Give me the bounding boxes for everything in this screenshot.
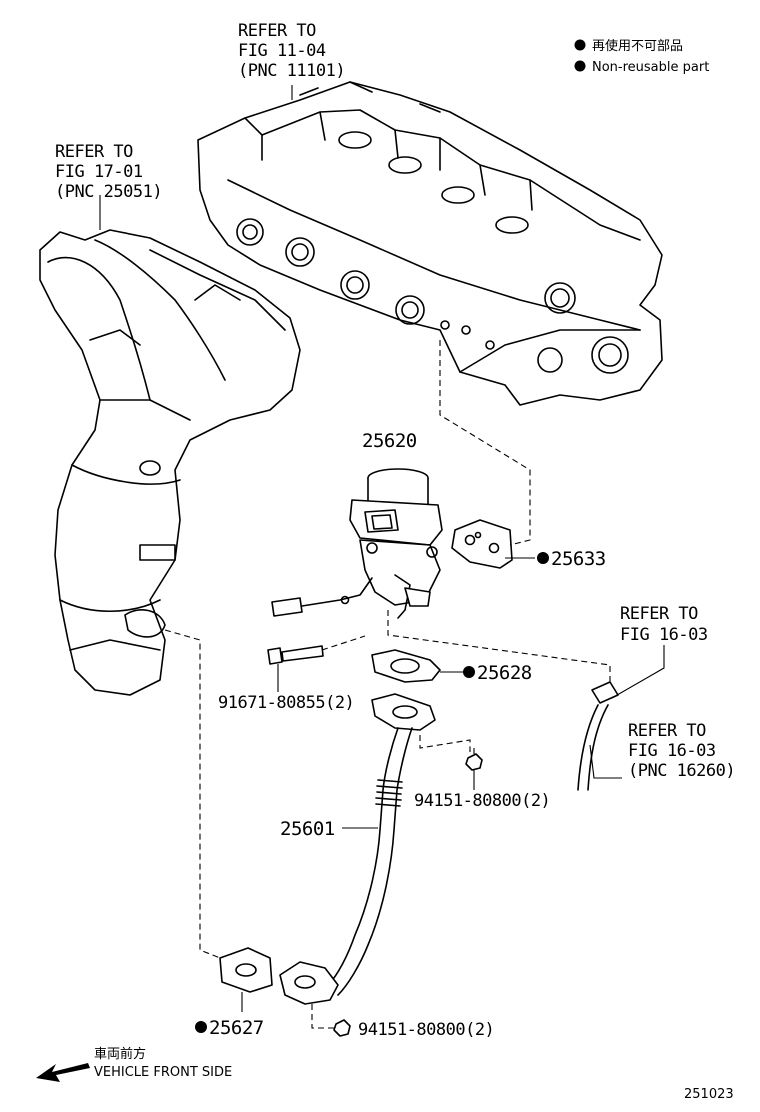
dash-valve-to-hose <box>387 610 611 690</box>
cylinder-head-drawing <box>197 81 663 406</box>
nut-94151-upper-drawing <box>465 748 483 771</box>
non-reusable-dot-icon <box>574 39 586 51</box>
ref-head-line3: (PNC 11101) <box>238 61 345 81</box>
bolt-91671-drawing <box>267 645 324 665</box>
ref-head: REFER TO FIG 11-04 (PNC 11101) <box>238 21 346 81</box>
front-en: VEHICLE FRONT SIDE <box>94 1065 232 1080</box>
part-25620: 25620 <box>362 430 417 452</box>
egr-pipe-drawing <box>279 693 436 1005</box>
part-25628: 25628 <box>477 662 532 684</box>
ref-manifold-line3: (PNC 25051) <box>55 182 162 202</box>
ref-head-line1: REFER TO <box>238 21 316 41</box>
ref-hose-a-line2: FIG 16-03 <box>620 625 708 645</box>
ref-hose-b-line3: (PNC 16260) <box>628 761 735 781</box>
egr-connector-drawing <box>271 577 373 617</box>
legend-jp: 再使用不可部品 <box>592 38 683 54</box>
ref-hose-a-line1: REFER TO <box>620 604 698 624</box>
ref-hose-a: REFER TO FIG 16-03 <box>620 604 708 645</box>
ref-hose-b-line2: FIG 16-03 <box>628 741 716 761</box>
non-reusable-dot-icon <box>463 666 475 678</box>
non-reusable-dot-icon <box>574 60 586 72</box>
ref-manifold-line2: FIG 17-01 <box>55 162 143 182</box>
dash-manifold-to-gasket <box>164 629 221 959</box>
dash-head-to-gasket <box>439 340 531 546</box>
non-reusable-dot-icon <box>195 1021 207 1033</box>
gasket-25628-drawing <box>371 649 441 683</box>
gasket-25633-drawing <box>451 519 513 569</box>
figure-code: 251023 <box>684 1087 734 1102</box>
ref-hose-b: REFER TO FIG 16-03 (PNC 16260) <box>628 721 736 781</box>
leader-hose-b <box>589 744 622 779</box>
ref-manifold: REFER TO FIG 17-01 (PNC 25051) <box>55 142 163 202</box>
part-91671: 91671-80855(2) <box>218 693 354 713</box>
part-94151-lower: 94151-80800(2) <box>358 1020 494 1040</box>
egr-valve-drawing <box>349 468 443 619</box>
dash-nut-upper <box>419 735 471 752</box>
nut-94151-lower-drawing <box>333 1019 351 1037</box>
ref-manifold-line1: REFER TO <box>55 142 133 162</box>
part-25627: 25627 <box>209 1017 264 1039</box>
part-25633: 25633 <box>551 548 606 570</box>
part-25601: 25601 <box>280 818 335 840</box>
front-arrow-icon <box>36 1063 90 1082</box>
ref-hose-b-line1: REFER TO <box>628 721 706 741</box>
exhaust-manifold-drawing <box>39 229 301 696</box>
legend: 再使用不可部品 Non-reusable part <box>574 38 709 75</box>
gasket-25627-drawing <box>219 947 273 993</box>
hose-drawing <box>577 681 619 791</box>
leader-hose-a <box>611 645 665 699</box>
part-94151-upper: 94151-80800(2) <box>414 791 550 811</box>
legend-en: Non-reusable part <box>592 60 709 75</box>
front-side-indicator: 車両前方 VEHICLE FRONT SIDE <box>36 1046 232 1082</box>
dash-bolt <box>321 635 366 651</box>
non-reusable-dot-icon <box>537 552 549 564</box>
dash-nut-lower <box>311 1004 334 1029</box>
ref-head-line2: FIG 11-04 <box>238 41 326 61</box>
front-jp: 車両前方 <box>94 1046 146 1062</box>
